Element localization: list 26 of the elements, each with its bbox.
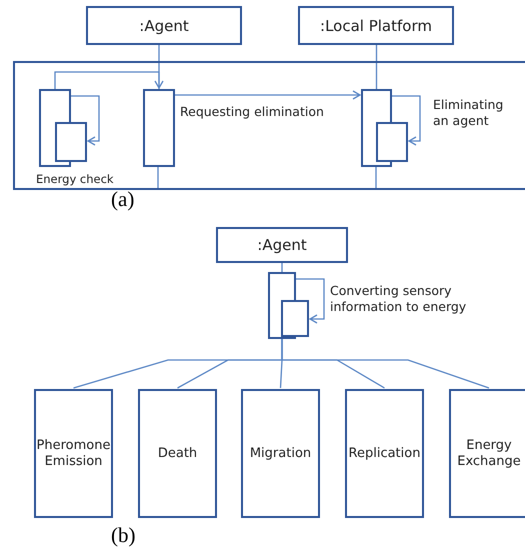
panel-label: (b) xyxy=(111,523,136,548)
activation-bar xyxy=(281,300,309,337)
object-box: :Agent xyxy=(86,6,242,45)
message-arrow xyxy=(392,95,421,146)
activation-bar xyxy=(143,89,175,167)
action-box: Death xyxy=(138,389,217,518)
connector-line xyxy=(376,45,378,89)
message-arrow xyxy=(54,71,164,89)
message-arrow xyxy=(296,278,325,324)
action-box: Pheromone Emission xyxy=(34,389,113,518)
message-arrow xyxy=(175,90,361,100)
action-box: Energy Exchange xyxy=(449,389,525,518)
edge-label: Eliminating an agent xyxy=(433,97,504,129)
edge-label: Requesting elimination xyxy=(180,104,325,120)
connector-line xyxy=(281,339,490,389)
action-box: Migration xyxy=(241,389,320,518)
object-box: :Agent xyxy=(216,227,348,263)
edge-label: Converting sensory information to energy xyxy=(330,283,468,315)
activation-bar xyxy=(376,122,408,162)
activation-bar xyxy=(55,122,87,162)
message-arrow xyxy=(71,95,100,146)
node-label: Energy check xyxy=(36,171,114,187)
object-box: :Local Platform xyxy=(298,6,454,45)
action-box: Replication xyxy=(345,389,424,518)
frame-box xyxy=(13,61,525,190)
panel-label: (a) xyxy=(111,187,134,212)
